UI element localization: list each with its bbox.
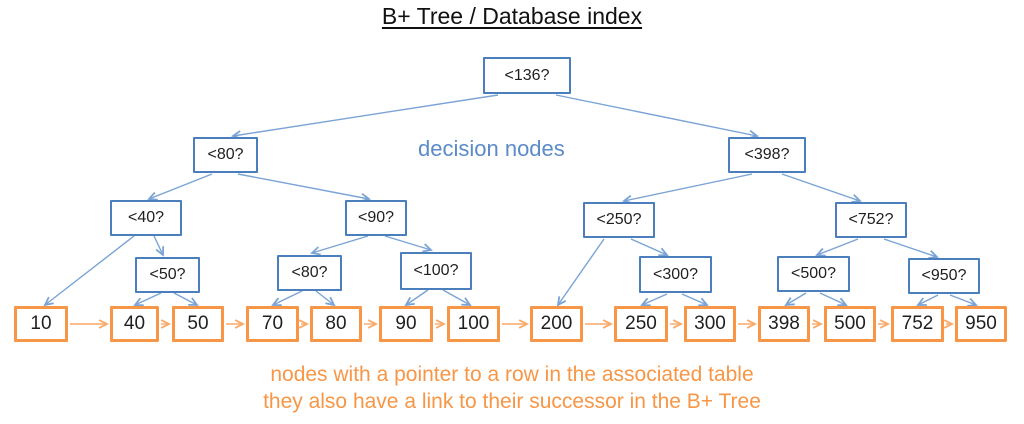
leaf-node-40: 40 (110, 306, 159, 342)
leaf-note-line2: they also have a link to their successor… (263, 390, 761, 413)
decision-node-50: <50? (135, 257, 200, 293)
decision-node-80-second: <80? (277, 255, 342, 291)
decision-node-136: <136? (483, 57, 571, 94)
leaf-note-line1: nodes with a pointer to a row in the ass… (270, 363, 754, 386)
decision-node-80: <80? (193, 137, 258, 173)
tree-edge (630, 238, 669, 257)
tree-edge (815, 238, 859, 257)
leaf-node-50: 50 (172, 306, 224, 342)
tree-edge (681, 293, 709, 307)
tree-edge (556, 238, 605, 307)
leaf-node-950: 950 (955, 306, 1007, 342)
leaf-node-300: 300 (684, 306, 736, 342)
leaf-node-80: 80 (310, 306, 362, 342)
tree-edge (384, 235, 433, 253)
tree-edge (819, 292, 848, 307)
tree-edge (404, 289, 429, 307)
tree-edge (442, 289, 472, 306)
leaf-node-10: 10 (14, 306, 68, 342)
decision-node-40: <40? (110, 200, 182, 236)
decision-node-950: <950? (908, 258, 980, 294)
leaf-node-250: 250 (614, 306, 668, 342)
leaf-node-70: 70 (246, 306, 299, 342)
tree-edge (237, 173, 371, 203)
leaf-node-752: 752 (891, 306, 944, 342)
decision-node-398: <398? (728, 137, 806, 173)
leaf-node-200: 200 (530, 306, 583, 342)
decision-nodes-label: decision nodes (418, 136, 565, 161)
decision-node-500: <500? (777, 256, 850, 292)
tree-edge (640, 293, 668, 307)
leaf-node-500: 500 (824, 306, 876, 342)
decision-node-250: <250? (583, 202, 655, 238)
decision-node-752: <752? (835, 202, 907, 238)
tree-edge (781, 173, 862, 204)
tree-edge (153, 235, 165, 257)
tree-edge (133, 292, 162, 307)
tree-edge (883, 238, 939, 260)
tree-edge (949, 294, 978, 307)
decision-node-90: <90? (345, 200, 407, 236)
tree-edge (173, 292, 199, 306)
tree-edge (784, 292, 807, 307)
tree-edge (147, 173, 213, 201)
leaf-node-90: 90 (379, 306, 433, 342)
page-title: B+ Tree / Database index (381, 3, 643, 29)
decision-edges (43, 94, 978, 307)
tree-edge (315, 290, 336, 307)
tree-edge (555, 94, 759, 140)
tree-edge (43, 235, 135, 307)
leaf-note: nodes with a pointer to a row in the ass… (0, 361, 1024, 415)
tree-edge (271, 290, 303, 307)
leaf-node-398: 398 (758, 306, 810, 342)
decision-node-300: <300? (639, 256, 712, 293)
tree-edge (622, 173, 753, 205)
decision-node-100: <100? (400, 252, 472, 290)
leaf-node-100: 100 (447, 306, 500, 342)
tree-edge (231, 94, 499, 140)
tree-edge (916, 294, 939, 306)
tree-edge (310, 235, 369, 256)
